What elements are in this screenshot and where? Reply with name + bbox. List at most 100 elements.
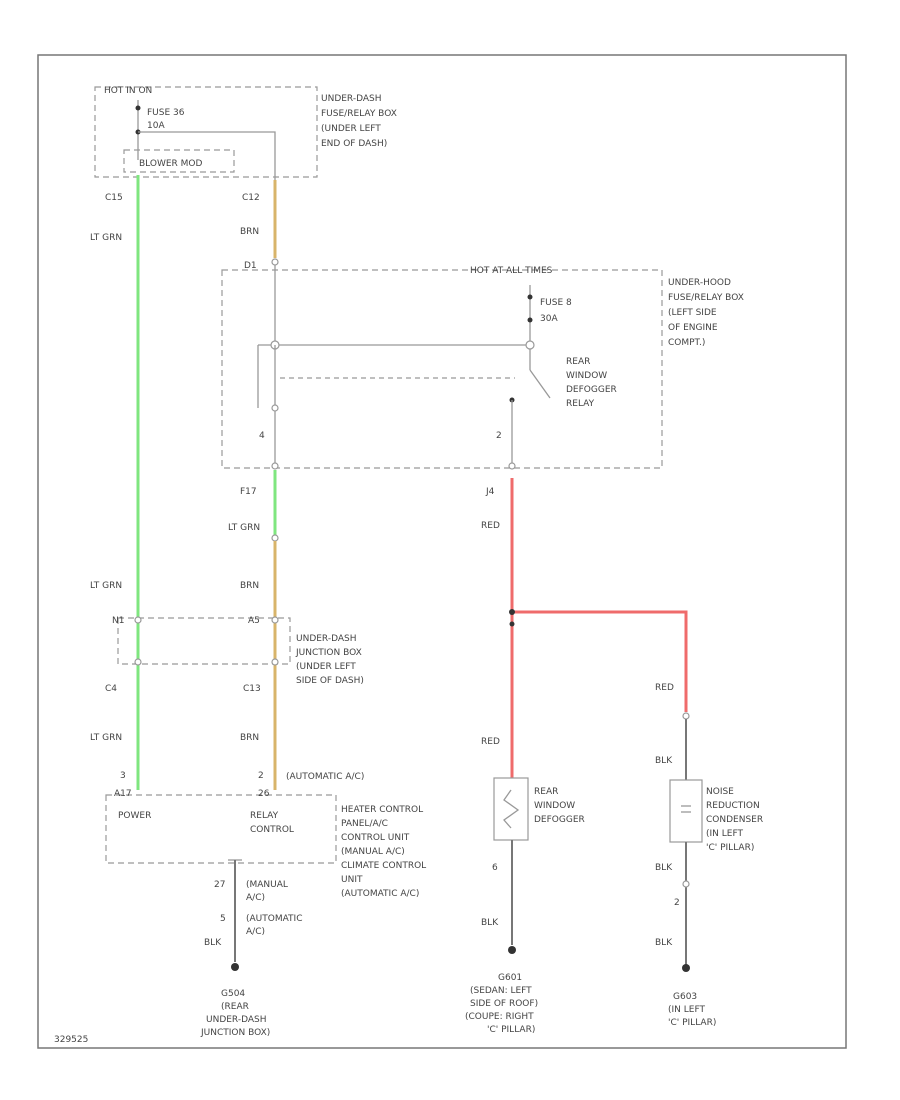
ground-g504-icon	[231, 963, 239, 971]
blk-label-right-1: BLK	[655, 756, 673, 766]
relay-control-line-1: RELAY	[250, 811, 279, 821]
under-dash-fuse-box-line-3: (UNDER LEFT	[321, 124, 381, 134]
fuse-8-amps: 30A	[540, 314, 558, 324]
fuse-8-label: FUSE 8	[540, 298, 572, 308]
under-dash-fuse-box-line-2: FUSE/RELAY BOX	[321, 109, 397, 119]
junction-box-line-4: SIDE OF DASH)	[296, 676, 364, 686]
lt-grn-left-label-1: LT GRN	[90, 233, 122, 243]
power-label: POWER	[118, 811, 151, 821]
ground-g603-icon	[682, 964, 690, 972]
heater-control-line-5: CLIMATE CONTROL	[341, 861, 426, 871]
red-label-2: RED	[481, 737, 500, 747]
pin-27-label: 27	[214, 880, 225, 890]
ground-g504-line-2: (REAR	[221, 1002, 249, 1012]
heater-control-line-1: HEATER CONTROL	[341, 805, 423, 815]
blower-mod-box	[123, 149, 235, 173]
ground-g601-line-5: 'C' PILLAR)	[487, 1025, 535, 1035]
under-hood-box-line-5: COMPT.)	[668, 338, 705, 348]
conn-mid-pin	[271, 534, 279, 542]
red-label-3: RED	[655, 683, 674, 693]
relay-label-line-4: RELAY	[566, 399, 595, 409]
heater-control-line-7: (AUTOMATIC A/C)	[341, 889, 419, 899]
conn-c13-label: C13	[243, 684, 261, 694]
relay-label-line-3: DEFOGGER	[566, 385, 617, 395]
pin-4-label: 4	[259, 431, 265, 441]
conn-c14-label: C4	[105, 684, 117, 694]
lt-grn-left-label-2: LT GRN	[90, 581, 122, 591]
conn-d1-label: D1	[244, 261, 257, 271]
conn-a5-label: A5	[248, 616, 260, 626]
blower-mod-label: BLOWER MOD	[139, 159, 203, 169]
relay-switch-junction	[525, 340, 535, 350]
conn-26-label: 26	[258, 789, 270, 799]
ground-g603-line-3: 'C' PILLAR)	[668, 1018, 716, 1028]
heater-control-line-2: PANEL/A/C	[341, 819, 388, 829]
manual-ac-line-1: (MANUAL	[246, 880, 288, 890]
fuse-8-top-node	[527, 294, 533, 300]
fuse-36-top-node	[135, 105, 141, 111]
lt-grn-middle-label: LT GRN	[228, 523, 260, 533]
defogger-label-line-3: DEFOGGER	[534, 815, 585, 825]
conn-c12-label: C12	[242, 193, 260, 203]
junction-box-line-1: UNDER-DASH	[296, 634, 356, 644]
condenser-label-line-4: (IN LEFT	[706, 829, 743, 839]
automatic-ac-line-1: (AUTOMATIC	[246, 914, 303, 924]
under-dash-junction-box-outline	[117, 617, 291, 665]
relay-switch-blade	[529, 369, 551, 399]
pin-2-label: 2	[496, 431, 502, 441]
diagram-frame	[37, 54, 847, 1049]
blk-label-mid: BLK	[481, 918, 499, 928]
reference-number: 329525	[54, 1035, 88, 1045]
blk-label-right-2: BLK	[655, 863, 673, 873]
automatic-ac-top-label: (AUTOMATIC A/C)	[286, 772, 364, 782]
condenser-top-pin	[682, 712, 690, 720]
junction-right-bottom-pin	[271, 658, 279, 666]
red-splice-node	[509, 609, 515, 615]
ground-g504-line-1: G504	[221, 989, 245, 999]
lt-grn-left-label-3: LT GRN	[90, 733, 122, 743]
conn-c15-label: C15	[105, 193, 123, 203]
under-hood-fuse-box-outline	[221, 269, 663, 469]
condenser-label-line-2: REDUCTION	[706, 801, 760, 811]
junction-left-bottom-pin	[134, 658, 142, 666]
ground-g601-line-4: (COUPE: RIGHT	[465, 1012, 534, 1022]
brn-label-2: BRN	[240, 581, 259, 591]
junction-left-top-pin	[134, 616, 142, 624]
pin-defogger-label: 6	[492, 863, 498, 873]
conn-a17-label: A17	[114, 789, 132, 799]
manual-ac-line-2: A/C)	[246, 893, 265, 903]
conn-d1-pin	[271, 258, 279, 266]
ground-g504-line-3: UNDER-DASH	[206, 1015, 266, 1025]
heater-control-line-4: (MANUAL A/C)	[341, 847, 405, 857]
junction-right-top-pin	[271, 616, 279, 624]
relay-control-line-2: CONTROL	[250, 825, 294, 835]
hot-at-all-times-label: HOT AT ALL TIMES	[470, 266, 553, 276]
ground-g601-icon	[508, 946, 516, 954]
condenser-label-line-5: 'C' PILLAR)	[706, 843, 754, 853]
under-hood-box-line-4: OF ENGINE	[668, 323, 718, 333]
under-hood-box-line-1: UNDER-HOOD	[668, 278, 731, 288]
conn-j4-label: J4	[485, 487, 495, 497]
under-hood-box-line-2: FUSE/RELAY BOX	[668, 293, 744, 303]
defogger-label-line-1: REAR	[534, 787, 558, 797]
under-dash-fuse-box-line-1: UNDER-DASH	[321, 94, 381, 104]
ground-g603-line-2: (IN LEFT	[668, 1005, 705, 1015]
red-splice-node-lower	[509, 621, 515, 627]
fuse-36-label: FUSE 36	[147, 108, 185, 118]
ground-g504-line-4: JUNCTION BOX)	[200, 1028, 270, 1038]
defogger-grid-icon	[503, 789, 520, 829]
condenser-mid-pin	[682, 880, 690, 888]
pin-6-label: 2	[258, 771, 264, 781]
automatic-ac-line-2: A/C)	[246, 927, 265, 937]
relay-label-line-2: WINDOW	[566, 371, 607, 381]
hot-in-on-label: HOT IN ON	[104, 86, 152, 96]
blk-label-left: BLK	[204, 938, 222, 948]
noise-condenser-box	[669, 779, 703, 843]
fuse-36-amps: 10A	[147, 121, 165, 131]
heater-control-outline	[105, 794, 337, 864]
junction-box-line-3: (UNDER LEFT	[296, 662, 356, 672]
conn-f17-pin	[271, 462, 279, 470]
under-hood-box-line-3: (LEFT SIDE	[668, 308, 717, 318]
conn-j4-pin	[508, 462, 516, 470]
